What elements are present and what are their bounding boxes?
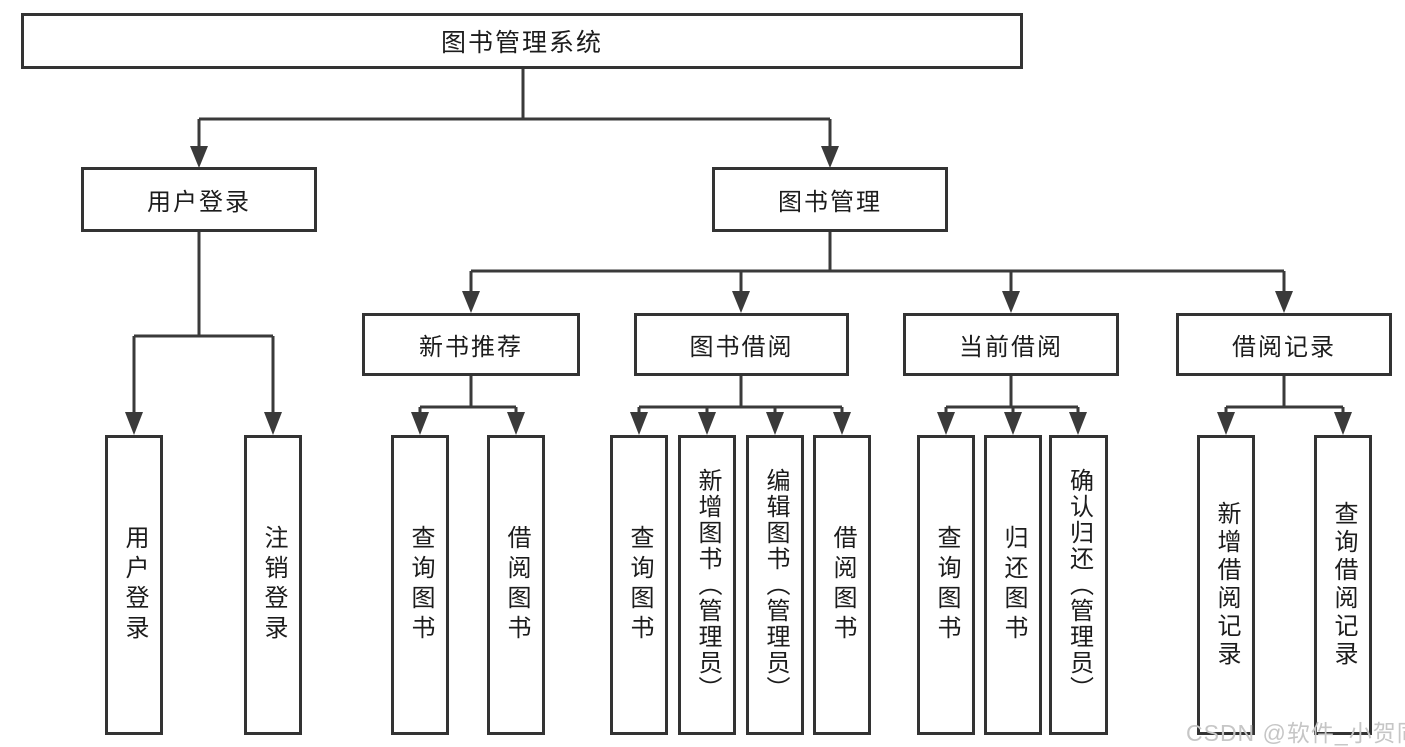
leaf-query-books-recommend: 查询图书 xyxy=(391,435,449,735)
node-book-management-module: 图书管理 xyxy=(712,167,948,232)
node-current-borrowing: 当前借阅 xyxy=(903,313,1119,376)
leaf-return-books: 归还图书 xyxy=(984,435,1042,735)
node-new-book-recommend: 新书推荐 xyxy=(362,313,580,376)
leaf-user-login: 用户登录 xyxy=(105,435,163,735)
leaf-borrow-books-borrowing: 借阅图书 xyxy=(813,435,871,735)
leaf-borrow-books-recommend: 借阅图书 xyxy=(487,435,545,735)
leaf-add-book-admin: 新增图书（管理员） xyxy=(678,435,736,735)
leaf-query-books-current: 查询图书 xyxy=(917,435,975,735)
leaf-add-borrow-record: 新增借阅记录 xyxy=(1197,435,1255,735)
csdn-watermark: CSDN @软件_小贺同学 xyxy=(1186,720,1405,746)
leaf-query-books-borrowing: 查询图书 xyxy=(610,435,668,735)
node-user-login-module: 用户登录 xyxy=(81,167,317,232)
leaf-query-borrow-record: 查询借阅记录 xyxy=(1314,435,1372,735)
node-borrowing-records: 借阅记录 xyxy=(1176,313,1392,376)
node-root-system: 图书管理系统 xyxy=(21,13,1023,69)
leaf-edit-book-admin: 编辑图书（管理员） xyxy=(746,435,804,735)
node-book-borrowing: 图书借阅 xyxy=(634,313,849,376)
leaf-logout: 注销登录 xyxy=(244,435,302,735)
leaf-confirm-return-admin: 确认归还（管理员） xyxy=(1049,435,1108,735)
